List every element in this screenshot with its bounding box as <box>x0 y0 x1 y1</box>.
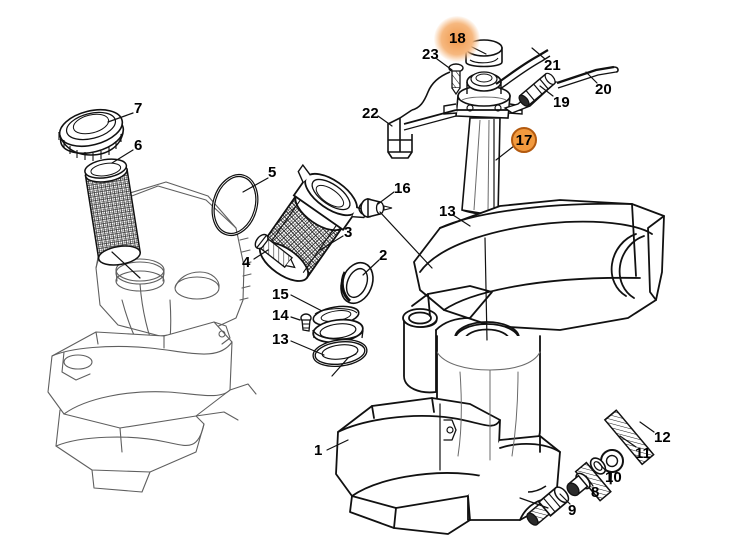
callout-16[interactable]: 16 <box>394 180 411 197</box>
callout-22[interactable]: 22 <box>362 105 379 122</box>
callout-15[interactable]: 15 <box>272 286 289 303</box>
callout-1[interactable]: 1 <box>314 442 323 459</box>
part-4-screw <box>254 233 296 269</box>
callout-10[interactable]: 10 <box>605 469 622 486</box>
callout-3[interactable]: 3 <box>344 224 353 241</box>
part-13b-grommet-ring <box>312 338 368 368</box>
callout-5[interactable]: 5 <box>268 164 277 181</box>
callout-6[interactable]: 6 <box>134 137 143 154</box>
highlight-ring-17 <box>511 127 537 153</box>
callout-7[interactable]: 7 <box>134 100 143 117</box>
callout-2[interactable]: 2 <box>379 247 388 264</box>
part-16-plug-bolt <box>358 198 393 218</box>
part-19-hose-coupling <box>503 72 558 114</box>
callout-18[interactable]: 18 <box>449 30 466 47</box>
callout-9[interactable]: 9 <box>568 502 577 519</box>
callout-4[interactable]: 4 <box>242 254 251 271</box>
callout-12[interactable]: 12 <box>654 429 671 446</box>
callout-23[interactable]: 23 <box>422 46 439 63</box>
part-17-suction-tube <box>443 71 523 217</box>
callout-19[interactable]: 19 <box>553 94 570 111</box>
callout-11[interactable]: 11 <box>635 445 651 462</box>
part-7-filler-cap <box>58 108 125 161</box>
part-5-o-ring <box>211 173 259 237</box>
callout-21[interactable]: 21 <box>544 57 561 74</box>
part-23-fastening-screw <box>448 63 464 96</box>
callout-20[interactable]: 20 <box>595 81 612 98</box>
part-2-sealing-ring <box>340 261 374 305</box>
part-6-filter-screen <box>84 158 142 266</box>
callout-13a[interactable]: 13 <box>439 203 456 220</box>
part-14-retaining-screw <box>300 313 312 332</box>
callout-8[interactable]: 8 <box>591 484 600 501</box>
callout-14[interactable]: 14 <box>272 307 289 324</box>
part-21-vent-line <box>495 49 551 90</box>
callout-13b[interactable]: 13 <box>272 331 289 348</box>
callout-17[interactable]: 17 <box>515 131 533 149</box>
part-20-fuel-line <box>556 65 619 89</box>
left-tank-assembly <box>47 181 257 493</box>
